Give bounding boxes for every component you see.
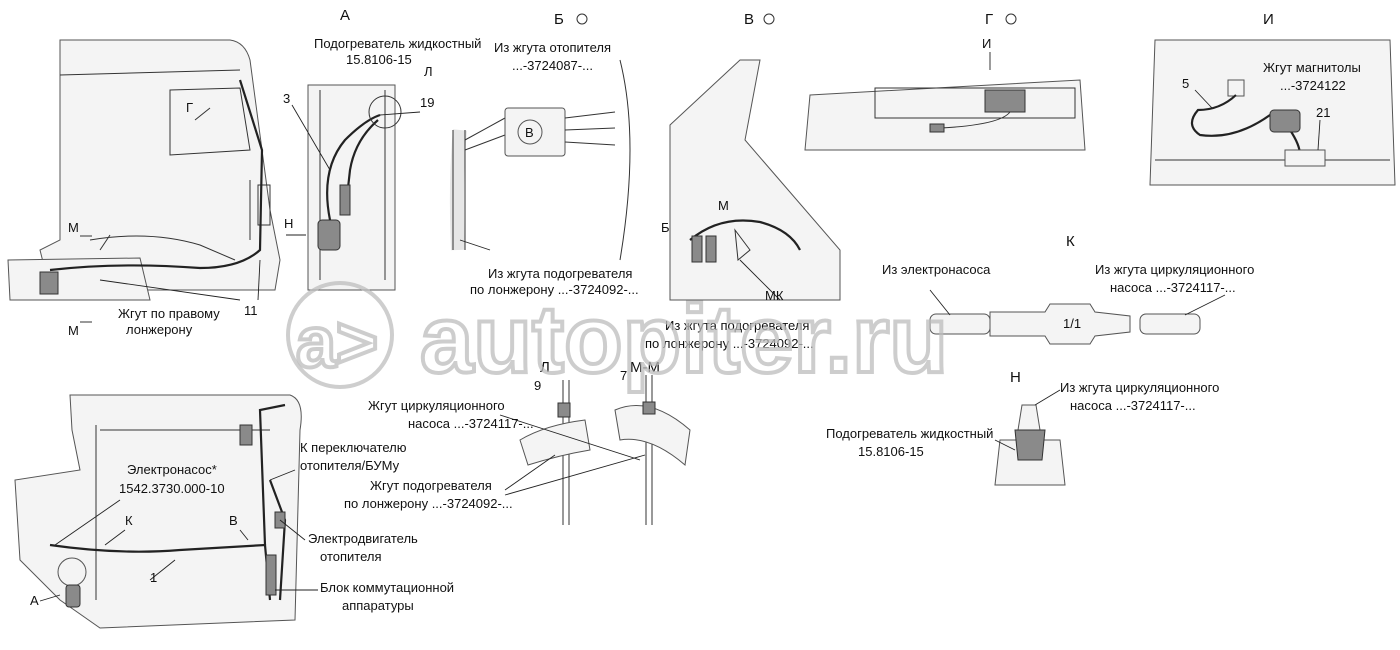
view-v: В М Б МК Из жгута подогревателя по лонже… <box>645 11 841 351</box>
n-heater-line2: 15.8106-15 <box>858 444 924 459</box>
item-7-label: 7 <box>620 368 627 383</box>
preheater-harness-line2: по лонжерону ...-3724092-... <box>344 496 513 511</box>
view-arrow-i-label: И <box>982 36 991 51</box>
view-i-title: И <box>1263 11 1274 28</box>
view-k-title: К <box>1066 233 1075 250</box>
view-arrow-a-label: А <box>30 593 39 608</box>
watermark: a> autopiter.ru <box>286 281 950 395</box>
from-heater-harness-line2: ...-3724087-... <box>512 58 593 73</box>
connector-mark: 1/1 <box>1063 316 1081 331</box>
radio-harness-line2: ...-3724122 <box>1280 78 1346 93</box>
mk-label: МК <box>765 288 784 303</box>
connector-letter: В <box>525 125 534 140</box>
watermark-logo-glyph: a> <box>296 303 378 383</box>
block-label-line2: аппаратуры <box>342 598 414 613</box>
section-m-bottom-label: М <box>68 323 79 338</box>
harness-right-longeron-line1: Жгут по правому <box>118 306 220 321</box>
section-m-label: М <box>718 198 729 213</box>
item-3-label: 3 <box>283 91 290 106</box>
v-from-preheater-line1: Из жгута подогревателя <box>665 318 809 333</box>
cab-side-view: Г М М Н 11 Жгут по правому лонжерону <box>7 39 306 338</box>
switch-label-line2: отопителя/БУМу <box>300 458 400 473</box>
view-arrow-k-label: К <box>125 513 133 528</box>
n-circulation-line2: насоса ...-3724117-... <box>1070 398 1196 413</box>
heater-label-line2: 15.8106-15 <box>346 52 412 67</box>
k-circulation-line1: Из жгута циркуляционного <box>1095 262 1254 277</box>
view-g-marker-icon <box>1005 13 1017 25</box>
view-k: К 1/1 Из электронасоса Из жгута циркуляц… <box>882 233 1254 345</box>
from-pump-label: Из электронасоса <box>882 262 991 277</box>
chassis-view: Электронасос* 1542.3730.000-10 К переклю… <box>14 394 454 629</box>
circulation-harness-line2: насоса ...-3724117-... <box>408 416 534 431</box>
heater-label-line1: Подогреватель жидкостный <box>314 36 481 51</box>
pump-label-line2: 1542.3730.000-10 <box>119 481 225 496</box>
circulation-harness-line1: Жгут циркуляционного <box>368 398 505 413</box>
view-arrow-b-label: Б <box>661 220 670 235</box>
watermark-text: autopiter.ru <box>420 286 948 393</box>
section-m-top-label: М <box>68 220 79 235</box>
motor-label-line1: Электродвигатель <box>308 531 418 546</box>
item-19-label: 19 <box>420 95 434 110</box>
motor-label-line2: отопителя <box>320 549 382 564</box>
switch-label-line1: К переключателю <box>300 440 407 455</box>
view-b-marker-icon <box>576 13 588 25</box>
section-l-mm: Л М-М 9 7 Жгут циркуляционного насоса ..… <box>344 359 691 525</box>
block-label-line1: Блок коммутационной <box>320 580 454 595</box>
detail-l-label: Л <box>424 64 433 79</box>
view-b: Б В Из жгута отопителя ...-3724087-... И… <box>449 11 639 297</box>
item-1-label: 1 <box>150 570 157 585</box>
view-g-title: Г <box>985 11 993 28</box>
from-preheater-harness-line1: Из жгута подогревателя <box>488 266 632 281</box>
view-a: А Подогреватель жидкостный 15.8106-15 3 … <box>283 7 481 291</box>
view-arrow-n-label: Н <box>284 216 293 231</box>
item-5-label: 5 <box>1182 76 1189 91</box>
section-mm-title: М-М <box>630 359 660 376</box>
view-v-marker-icon <box>763 13 775 25</box>
item-9-label: 9 <box>534 378 541 393</box>
k-circulation-line2: насоса ...-3724117-... <box>1110 280 1236 295</box>
view-b-title: Б <box>554 11 564 28</box>
view-n: Н Из жгута циркуляционного насоса ...-37… <box>826 369 1219 486</box>
view-arrow-g-label: Г <box>186 100 193 115</box>
harness-right-longeron-line2: лонжерону <box>126 322 193 337</box>
item-11-label: 11 <box>244 303 258 318</box>
n-circulation-line1: Из жгута циркуляционного <box>1060 380 1219 395</box>
view-v-title: В <box>744 11 754 28</box>
watermark-logo-icon <box>286 281 394 389</box>
section-l-title: Л <box>540 359 550 376</box>
from-heater-harness-line1: Из жгута отопителя <box>494 40 611 55</box>
v-from-preheater-line2: по лонжерону ...-3724092-... <box>645 336 814 351</box>
view-arrow-v-label: В <box>229 513 238 528</box>
radio-harness-line1: Жгут магнитолы <box>1263 60 1361 75</box>
n-heater-line1: Подогреватель жидкостный <box>826 426 993 441</box>
pump-label-line1: Электронасос* <box>127 462 217 477</box>
preheater-harness-line1: Жгут подогревателя <box>370 478 492 493</box>
view-n-title: Н <box>1010 369 1021 386</box>
view-a-title: А <box>340 7 350 24</box>
from-preheater-harness-line2: по лонжерону ...-3724092-... <box>470 282 639 297</box>
item-21-label: 21 <box>1316 105 1330 120</box>
view-g: Г И <box>804 11 1086 151</box>
view-i: И 5 21 Жгут магнитолы ...-3724122 <box>1149 11 1396 186</box>
